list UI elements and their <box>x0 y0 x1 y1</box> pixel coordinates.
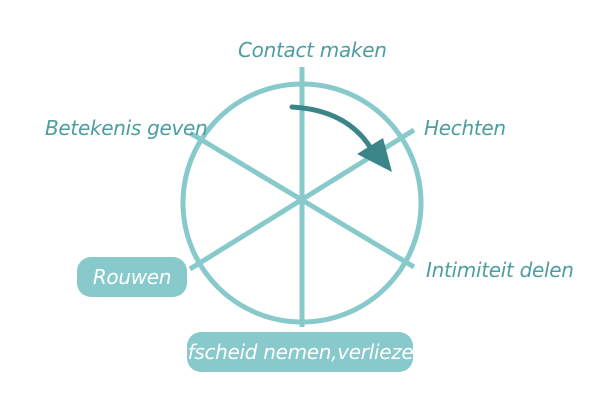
stage-label-betekenis-geven: Betekenis geven <box>45 116 208 140</box>
stage-label-intimiteit-delen: Intimiteit delen <box>426 258 574 282</box>
stage-label-rouwen: Rouwen <box>77 257 187 297</box>
clockwise-arrow <box>289 104 375 153</box>
stage-label-afscheid-nemen-verliezen: Afscheid nemen,verliezen <box>174 332 426 372</box>
stage-label-hechten: Hechten <box>424 116 506 140</box>
stage-label-contact-maken: Contact maken <box>238 38 387 62</box>
clockwise-arrow-head <box>357 138 392 172</box>
